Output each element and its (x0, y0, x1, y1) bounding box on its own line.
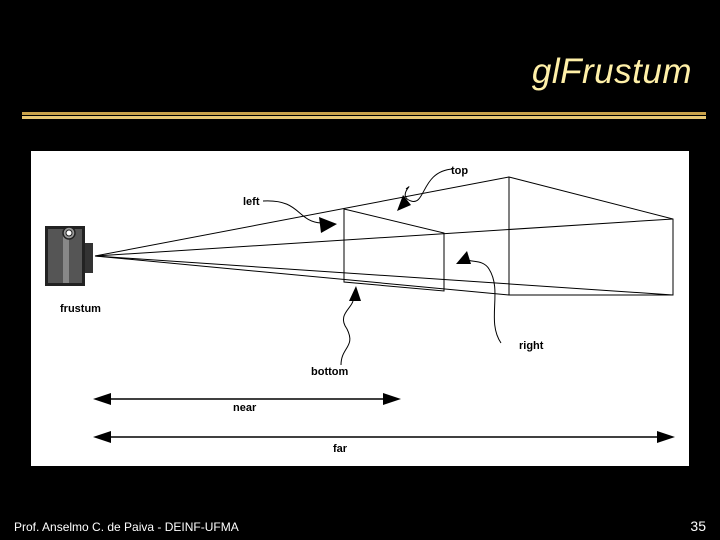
title-divider (22, 112, 706, 120)
label-frustum: frustum (60, 303, 101, 315)
label-far: far (333, 443, 348, 455)
camera-icon (45, 226, 93, 286)
footer-author: Prof. Anselmo C. de Paiva - DEINF-UFMA (14, 520, 239, 534)
frustum-diagram: top left right bottom frustum near far (31, 151, 689, 466)
frustum-lines (94, 176, 674, 296)
label-near: near (233, 402, 257, 414)
far-dimension-arrow (93, 431, 675, 443)
callout-curves (262, 168, 502, 366)
near-dimension-arrow (93, 393, 401, 405)
callout-arrowheads (319, 195, 471, 301)
page-number: 35 (690, 518, 706, 534)
slide-title: glFrustum (531, 52, 692, 91)
label-right: right (519, 340, 544, 352)
label-bottom: bottom (311, 366, 348, 378)
label-left: left (243, 196, 260, 208)
label-top: top (451, 165, 468, 177)
